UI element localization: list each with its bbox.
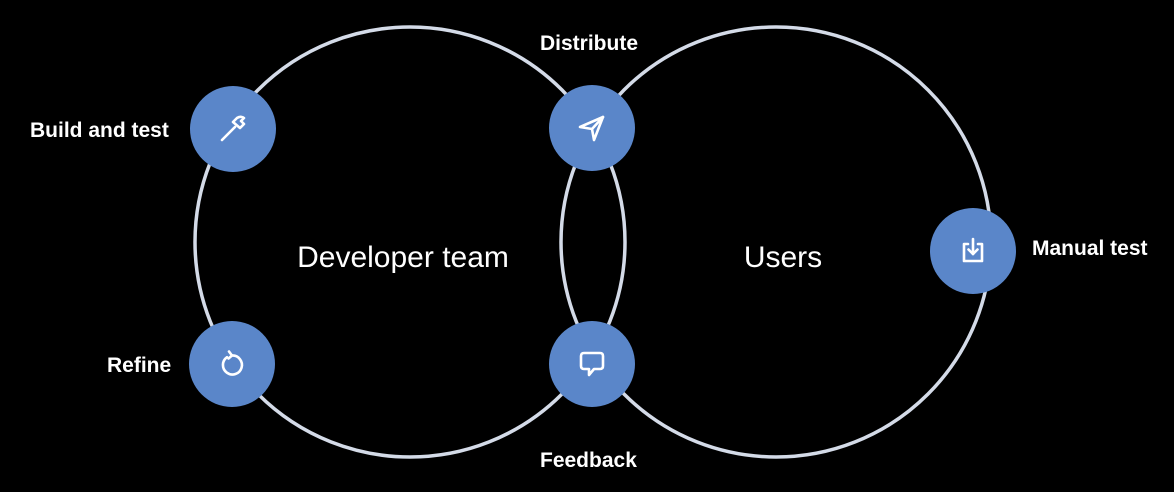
- paper-plane-icon: [578, 115, 605, 142]
- counterclockwise-arrow-icon: [221, 350, 244, 376]
- manual-test-node[interactable]: [930, 208, 1016, 294]
- refine-node[interactable]: [189, 321, 275, 407]
- distribute-node[interactable]: [549, 85, 635, 171]
- feedback-node[interactable]: [549, 321, 635, 407]
- build-and-test-node[interactable]: [190, 86, 276, 172]
- manual-test-label: Manual test: [1032, 237, 1148, 260]
- developer-team-ring: [193, 25, 627, 459]
- build-and-test-label: Build and test: [30, 119, 169, 142]
- feedback-label: Feedback: [540, 449, 637, 472]
- refine-label: Refine: [107, 354, 172, 377]
- hammer-icon: [220, 115, 246, 142]
- developer-team-label: Developer team: [297, 241, 509, 274]
- download-tray-icon: [962, 237, 984, 263]
- distribute-label: Distribute: [540, 32, 639, 55]
- speech-bubble-icon: [579, 351, 605, 377]
- users-label: Users: [743, 241, 823, 274]
